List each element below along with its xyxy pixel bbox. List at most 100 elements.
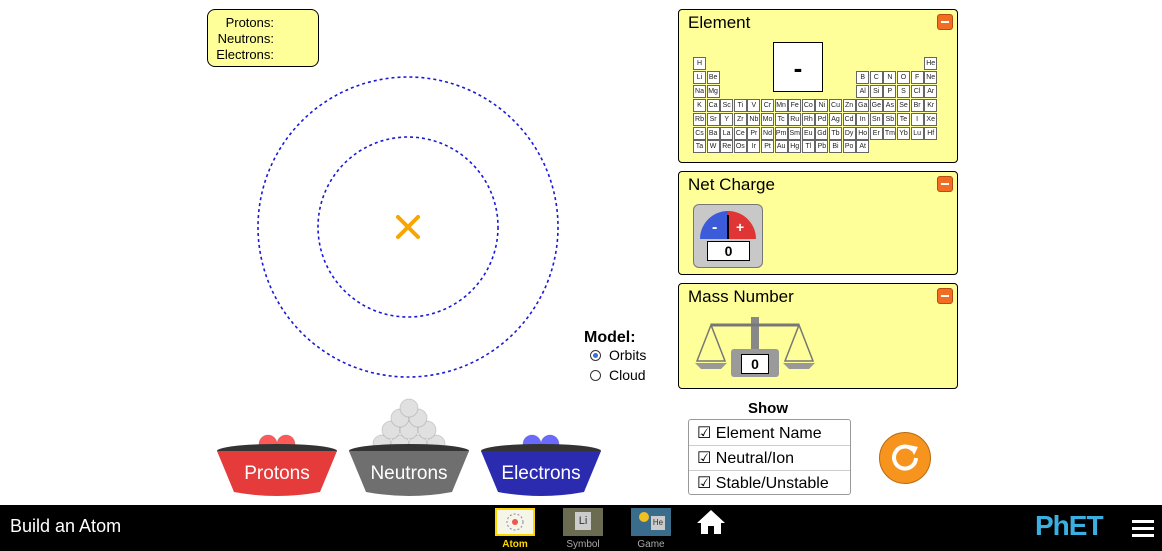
element-cell-ag[interactable]: Ag <box>829 112 842 126</box>
element-cell-cl[interactable]: Cl <box>910 84 924 98</box>
element-cell-sr[interactable]: Sr <box>706 112 720 126</box>
element-cell-os[interactable]: Os <box>733 140 747 154</box>
element-cell-re[interactable]: Re <box>720 140 734 154</box>
element-cell-k[interactable]: K <box>693 98 706 112</box>
phet-logo[interactable]: PhET <box>1035 510 1104 541</box>
element-cell-co[interactable]: Co <box>801 98 815 112</box>
menu-icon[interactable] <box>1132 520 1154 538</box>
element-cell-nb[interactable]: Nb <box>747 112 761 126</box>
element-cell-ta[interactable]: Ta <box>693 140 706 154</box>
element-cell-dy[interactable]: Dy <box>842 126 856 140</box>
element-cell-mo[interactable]: Mo <box>761 112 774 126</box>
element-cell-sc[interactable]: Sc <box>720 98 734 112</box>
element-cell-p[interactable]: P <box>883 84 897 98</box>
atom-view[interactable] <box>250 70 570 385</box>
element-cell-sm[interactable]: Sm <box>788 126 802 140</box>
stable-unstable-checkbox[interactable]: ☑ Stable/Unstable <box>697 475 829 492</box>
element-cell-ar[interactable]: Ar <box>924 84 938 98</box>
element-cell-h[interactable]: H <box>693 57 706 70</box>
element-cell-au[interactable]: Au <box>774 140 788 154</box>
element-cell-ir[interactable]: Ir <box>747 140 761 154</box>
element-cell-ca[interactable]: Ca <box>706 98 720 112</box>
element-cell-sb[interactable]: Sb <box>883 112 897 126</box>
element-cell-pb[interactable]: Pb <box>815 140 829 154</box>
element-cell-cr[interactable]: Cr <box>761 98 774 112</box>
element-cell-y[interactable]: Y <box>720 112 734 126</box>
element-cell-o[interactable]: O <box>897 70 910 84</box>
element-cell-pm[interactable]: Pm <box>774 126 788 140</box>
element-cell-c[interactable]: C <box>869 70 883 84</box>
element-cell-at[interactable]: At <box>856 140 870 154</box>
tab-symbol[interactable]: Li Symbol <box>563 508 603 550</box>
element-cell-pr[interactable]: Pr <box>747 126 761 140</box>
orbits-radio[interactable] <box>590 350 601 361</box>
element-cell-cd[interactable]: Cd <box>842 112 856 126</box>
element-cell-zr[interactable]: Zr <box>733 112 747 126</box>
element-cell-tl[interactable]: Tl <box>801 140 815 154</box>
net-charge-panel-minimize-button[interactable] <box>937 176 953 192</box>
element-cell-li[interactable]: Li <box>693 70 706 84</box>
element-cell-he[interactable]: He <box>924 57 938 70</box>
element-cell-pt[interactable]: Pt <box>761 140 774 154</box>
element-cell-b[interactable]: B <box>856 70 870 84</box>
element-cell-al[interactable]: Al <box>856 84 870 98</box>
element-cell-fe[interactable]: Fe <box>788 98 802 112</box>
element-cell-be[interactable]: Be <box>706 70 720 84</box>
element-cell-cs[interactable]: Cs <box>693 126 706 140</box>
element-cell-s[interactable]: S <box>897 84 910 98</box>
element-cell-br[interactable]: Br <box>910 98 924 112</box>
element-cell-tm[interactable]: Tm <box>883 126 897 140</box>
element-cell-mn[interactable]: Mn <box>774 98 788 112</box>
neutral-ion-checkbox[interactable]: ☑ Neutral/Ion <box>697 450 795 467</box>
element-cell-as[interactable]: As <box>883 98 897 112</box>
cloud-radio-label[interactable]: Cloud <box>609 367 646 383</box>
element-cell-gd[interactable]: Gd <box>815 126 829 140</box>
mass-number-panel-minimize-button[interactable] <box>937 288 953 304</box>
element-cell-in[interactable]: In <box>856 112 870 126</box>
element-cell-v[interactable]: V <box>747 98 761 112</box>
element-cell-rb[interactable]: Rb <box>693 112 706 126</box>
element-cell-pd[interactable]: Pd <box>815 112 829 126</box>
element-cell-nd[interactable]: Nd <box>761 126 774 140</box>
element-cell-na[interactable]: Na <box>693 84 706 98</box>
home-icon[interactable] <box>695 508 727 536</box>
orbits-radio-label[interactable]: Orbits <box>609 347 647 363</box>
tab-atom[interactable]: Atom <box>495 508 535 550</box>
element-cell-kr[interactable]: Kr <box>924 98 938 112</box>
element-cell-eu[interactable]: Eu <box>801 126 815 140</box>
protons-bucket-label[interactable]: Protons <box>244 463 310 484</box>
element-cell-ba[interactable]: Ba <box>706 126 720 140</box>
element-cell-f[interactable]: F <box>910 70 924 84</box>
element-cell-bi[interactable]: Bi <box>829 140 842 154</box>
element-cell-sn[interactable]: Sn <box>869 112 883 126</box>
element-cell-n[interactable]: N <box>883 70 897 84</box>
element-cell-yb[interactable]: Yb <box>897 126 910 140</box>
cloud-radio[interactable] <box>590 370 601 381</box>
element-cell-zn[interactable]: Zn <box>842 98 856 112</box>
element-cell-si[interactable]: Si <box>869 84 883 98</box>
element-cell-la[interactable]: La <box>720 126 734 140</box>
element-cell-se[interactable]: Se <box>897 98 910 112</box>
element-cell-ga[interactable]: Ga <box>856 98 870 112</box>
element-cell-ru[interactable]: Ru <box>788 112 802 126</box>
element-cell-te[interactable]: Te <box>897 112 910 126</box>
element-cell-ni[interactable]: Ni <box>815 98 829 112</box>
element-cell-ho[interactable]: Ho <box>856 126 870 140</box>
element-cell-lu[interactable]: Lu <box>910 126 924 140</box>
element-cell-cu[interactable]: Cu <box>829 98 842 112</box>
reset-all-button[interactable] <box>879 432 931 484</box>
element-cell-tc[interactable]: Tc <box>774 112 788 126</box>
element-name-checkbox[interactable]: ☑ Element Name <box>697 425 822 442</box>
tab-game[interactable]: He Game <box>631 508 671 550</box>
electrons-bucket-label[interactable]: Electrons <box>501 463 581 484</box>
element-cell-ti[interactable]: Ti <box>733 98 747 112</box>
element-cell-hf[interactable]: Hf <box>924 126 938 140</box>
element-cell-ce[interactable]: Ce <box>733 126 747 140</box>
element-cell-rh[interactable]: Rh <box>801 112 815 126</box>
element-cell-po[interactable]: Po <box>842 140 856 154</box>
element-cell-w[interactable]: W <box>706 140 720 154</box>
element-cell-ge[interactable]: Ge <box>869 98 883 112</box>
element-cell-er[interactable]: Er <box>869 126 883 140</box>
element-cell-tb[interactable]: Tb <box>829 126 842 140</box>
element-cell-ne[interactable]: Ne <box>924 70 938 84</box>
